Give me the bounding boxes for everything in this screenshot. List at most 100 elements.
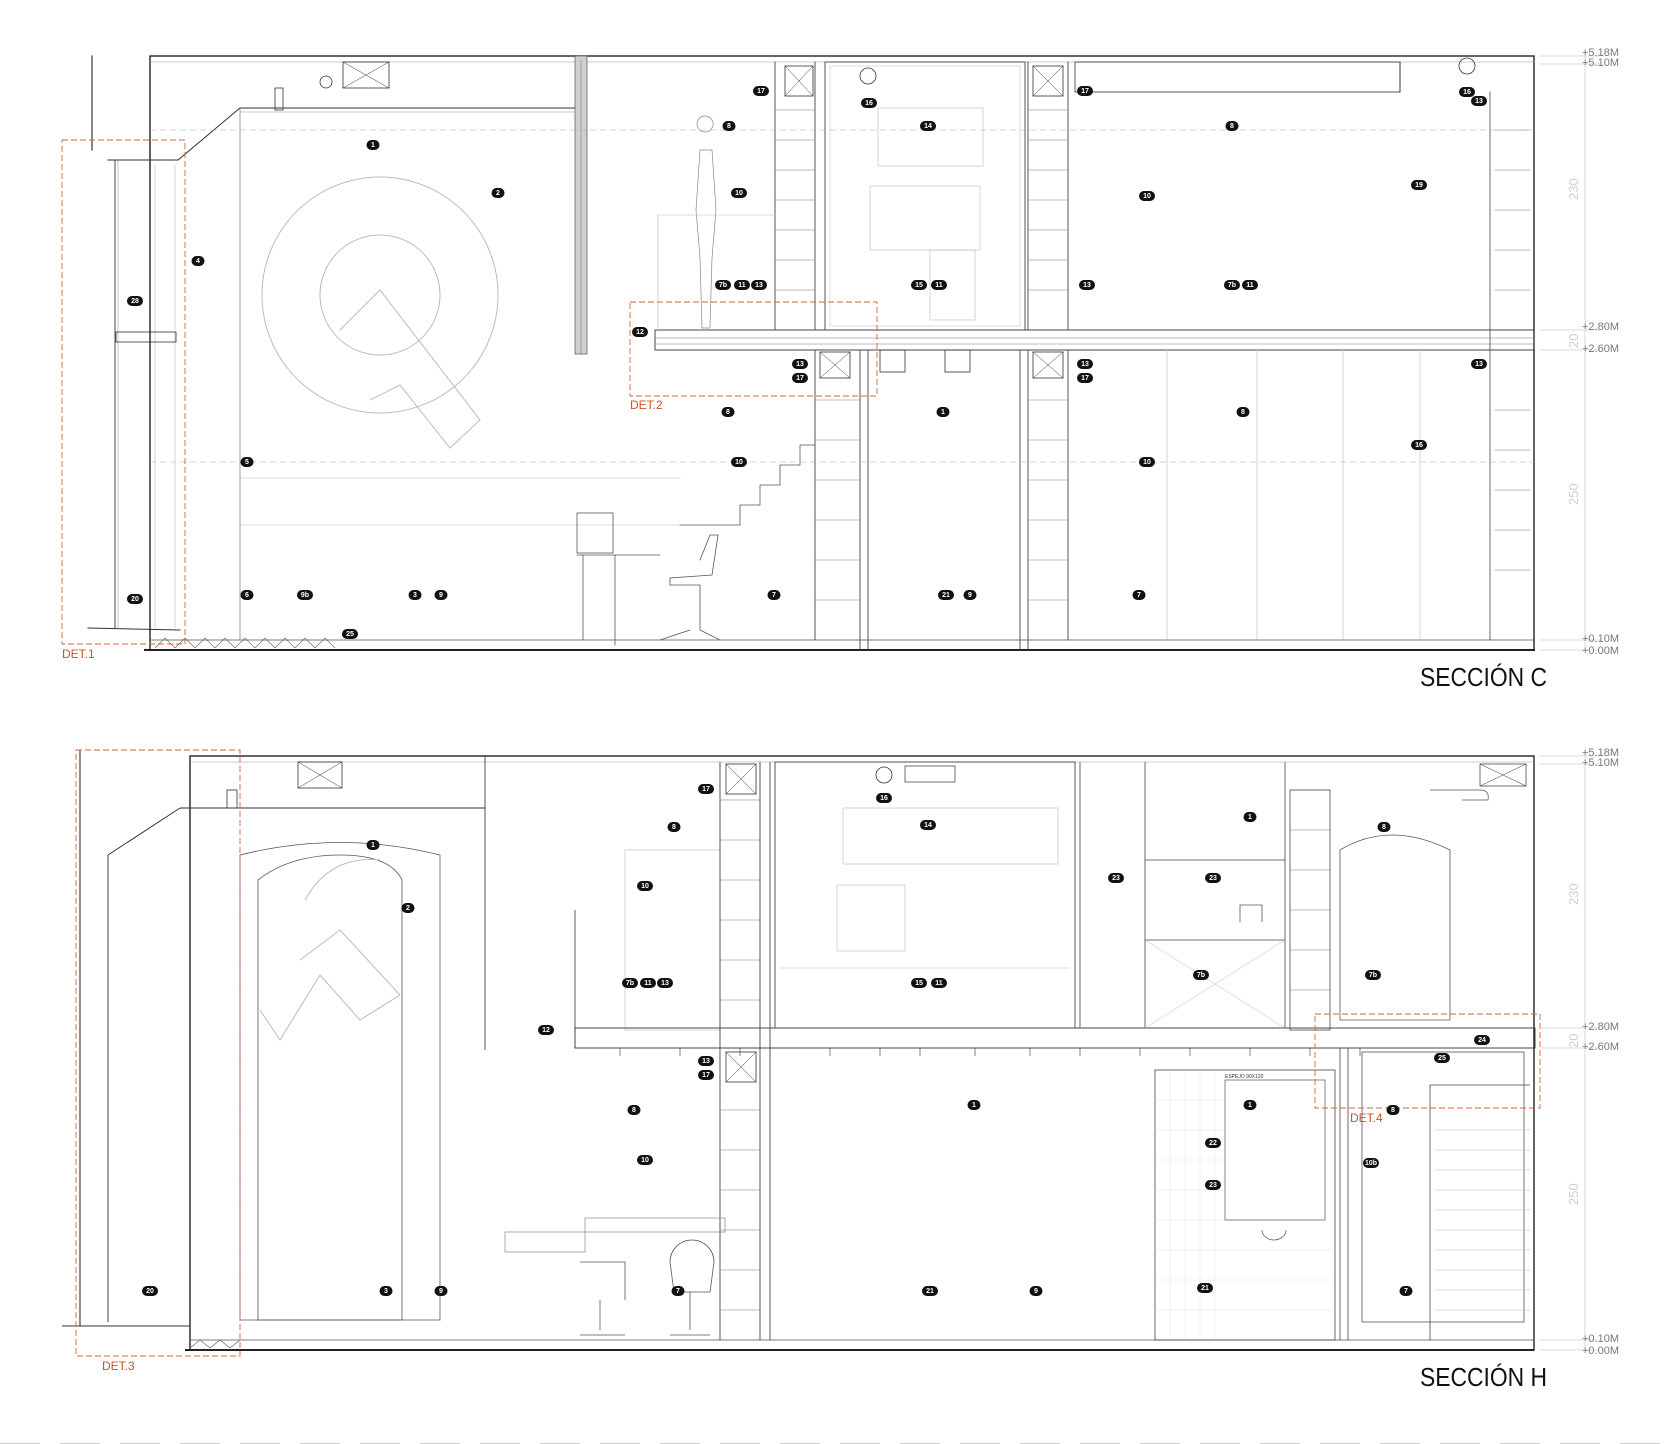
svg-text:16: 16 (865, 100, 873, 107)
dim-h-lower: 250 (1566, 1183, 1581, 1205)
svg-text:24: 24 (1478, 1037, 1486, 1044)
svg-text:7b: 7b (626, 980, 634, 987)
svg-text:16: 16 (1415, 442, 1423, 449)
svg-text:9: 9 (1034, 1288, 1038, 1295)
svg-text:17: 17 (796, 375, 804, 382)
svg-text:7b: 7b (719, 282, 727, 289)
svg-text:21: 21 (942, 592, 950, 599)
callout-tag-8: 8 (1225, 121, 1239, 131)
callout-tag-21: 21 (1197, 1283, 1213, 1293)
callout-tag-20: 20 (142, 1286, 158, 1296)
svg-text:13: 13 (1083, 282, 1091, 289)
svg-text:11: 11 (935, 282, 943, 289)
level-c-510: +5.10M (1582, 57, 1619, 69)
callout-tag-1: 1 (1243, 812, 1257, 822)
callout-tag-7: 7 (1399, 1286, 1413, 1296)
callout-tag-9: 9 (434, 1286, 448, 1296)
svg-text:7: 7 (772, 592, 776, 599)
svg-text:6: 6 (245, 592, 249, 599)
level-c-280: +2.80M (1582, 321, 1619, 333)
callout-tag-13: 13 (1471, 96, 1487, 106)
callout-tag-17: 17 (792, 373, 808, 383)
svg-text:8: 8 (727, 123, 731, 130)
svg-text:13: 13 (702, 1058, 710, 1065)
callout-tag-17: 17 (1077, 86, 1093, 96)
callout-tag-4: 4 (191, 256, 205, 266)
callout-tag-15: 15 (911, 978, 927, 988)
svg-text:13: 13 (1475, 98, 1483, 105)
dim-c-slab: 20 (1566, 334, 1581, 348)
callout-tag-7b: 7b (1193, 970, 1209, 980)
svg-text:17: 17 (702, 786, 710, 793)
svg-text:1: 1 (1248, 814, 1252, 821)
callout-tag-8: 8 (721, 407, 735, 417)
callout-tag-13: 13 (657, 978, 673, 988)
level-c-518: +5.18M (1582, 47, 1619, 59)
svg-text:2: 2 (496, 190, 500, 197)
callout-tag-13: 13 (1077, 359, 1093, 369)
svg-text:7b: 7b (1197, 972, 1205, 979)
callout-tag-10: 10 (1139, 191, 1155, 201)
svg-text:17: 17 (702, 1072, 710, 1079)
callout-tag-17: 17 (698, 784, 714, 794)
svg-text:4: 4 (196, 258, 200, 265)
callout-tag-9: 9 (963, 590, 977, 600)
callout-tag-21: 21 (922, 1286, 938, 1296)
dim-c-upper: 230 (1566, 178, 1581, 200)
level-h-010: +0.10M (1582, 1333, 1619, 1345)
svg-text:19: 19 (1415, 182, 1423, 189)
svg-text:11: 11 (644, 980, 652, 987)
callout-tag-10: 10 (731, 457, 747, 467)
callout-tag-1: 1 (936, 407, 950, 417)
detail-boxes-c (61, 139, 878, 645)
callout-tag-11: 11 (931, 280, 947, 290)
svg-text:23: 23 (1209, 875, 1217, 882)
callout-tag-19: 19 (1411, 180, 1427, 190)
callout-tag-3: 3 (408, 590, 422, 600)
callout-tag-21: 21 (938, 590, 954, 600)
callout-tag-6: 6 (240, 590, 254, 600)
callout-tag-7: 7 (1132, 590, 1146, 600)
detail-label-3: DET.3 (102, 1359, 135, 1373)
level-h-000: +0.00M (1582, 1345, 1619, 1357)
svg-text:20: 20 (131, 596, 139, 603)
callout-tag-13: 13 (792, 359, 808, 369)
level-h-260: +2.60M (1582, 1041, 1619, 1053)
callout-tag-7: 7 (767, 590, 781, 600)
svg-text:7: 7 (1404, 1288, 1408, 1295)
callout-tag-5: 5 (240, 457, 254, 467)
svg-text:11: 11 (738, 282, 746, 289)
callout-tag-23: 23 (1205, 1180, 1221, 1190)
callout-tag-16: 16 (1411, 440, 1427, 450)
dimension-ruler-c (1540, 50, 1600, 651)
callout-tag-13: 13 (1079, 280, 1095, 290)
svg-text:17: 17 (1081, 88, 1089, 95)
callout-tag-25: 25 (342, 629, 358, 639)
callout-tag-10: 10 (637, 881, 653, 891)
svg-text:1: 1 (1248, 1102, 1252, 1109)
svg-text:10: 10 (735, 190, 743, 197)
svg-text:12: 12 (542, 1027, 550, 1034)
callout-tag-11: 11 (1242, 280, 1258, 290)
svg-text:8: 8 (632, 1107, 636, 1114)
callout-tag-23: 23 (1108, 873, 1124, 883)
callout-tag-11: 11 (734, 280, 750, 290)
callout-tag-7b: 7b (622, 978, 638, 988)
callout-tag-16: 16 (876, 793, 892, 803)
svg-text:12: 12 (636, 329, 644, 336)
callout-tag-10: 10 (731, 188, 747, 198)
dim-h-slab: 20 (1566, 1034, 1581, 1048)
svg-text:2: 2 (406, 905, 410, 912)
callout-tag-17: 17 (698, 1070, 714, 1080)
svg-text:10: 10 (735, 459, 743, 466)
svg-text:21: 21 (926, 1288, 934, 1295)
callout-tag-8: 8 (1377, 822, 1391, 832)
callout-tag-13: 13 (1471, 359, 1487, 369)
svg-text:7: 7 (1137, 592, 1141, 599)
callout-tag-8: 8 (667, 822, 681, 832)
svg-text:5: 5 (245, 459, 249, 466)
level-h-280: +2.80M (1582, 1021, 1619, 1033)
callout-tag-12: 12 (632, 327, 648, 337)
level-c-260: +2.60M (1582, 343, 1619, 355)
